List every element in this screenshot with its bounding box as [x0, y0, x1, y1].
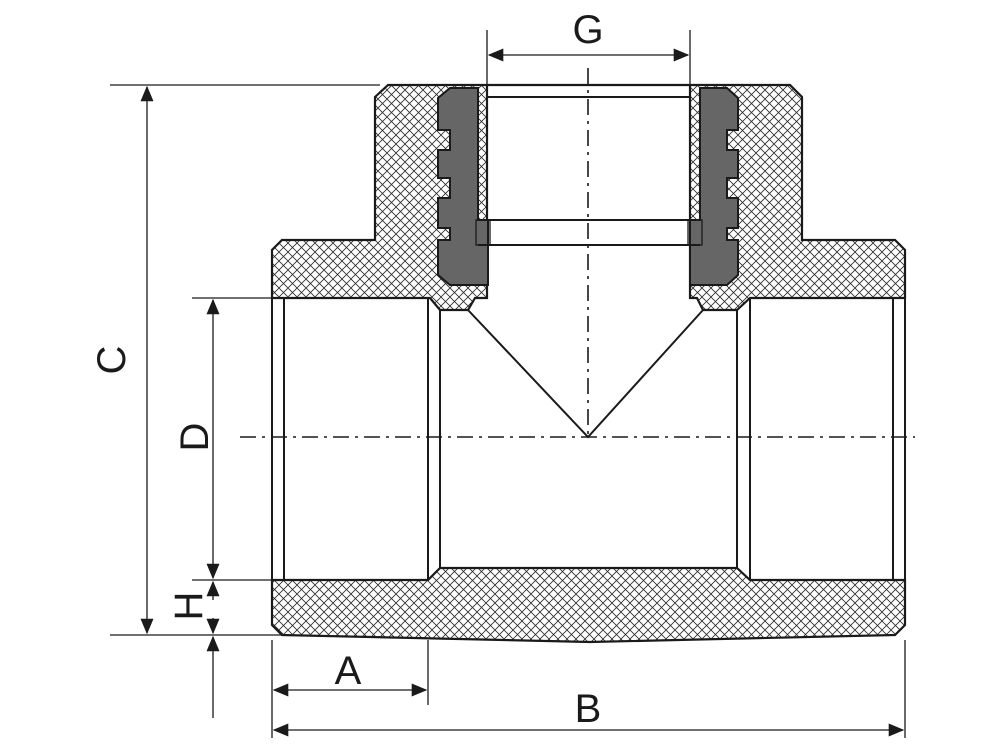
bottom-wall — [270, 566, 907, 644]
dim-label-a: A — [335, 649, 362, 693]
dim-label-b: B — [575, 687, 602, 731]
dim-label-h: H — [167, 592, 211, 621]
dim-label-c: C — [90, 346, 134, 375]
left-socket-outline — [271, 297, 285, 581]
drill-cone — [467, 309, 704, 439]
right-socket-outline — [892, 297, 906, 581]
dim-label-g: G — [572, 8, 603, 52]
dim-label-d: D — [173, 423, 217, 452]
